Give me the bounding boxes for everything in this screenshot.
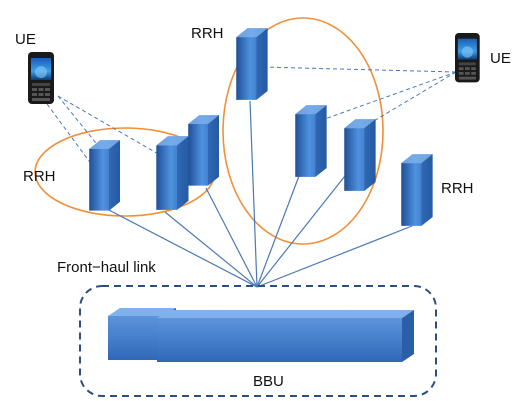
rrh-right-label: RRH bbox=[441, 180, 474, 197]
cluster-ellipse-right bbox=[222, 17, 384, 245]
baseband-unit-icon bbox=[108, 308, 414, 362]
fronthaul-links bbox=[104, 100, 413, 288]
wireless-links-right bbox=[261, 66, 457, 129]
rrh-icon bbox=[295, 105, 327, 177]
rrh-icon bbox=[188, 115, 219, 186]
ue-right-label: UE bbox=[490, 50, 511, 67]
rrh-icon bbox=[344, 119, 376, 191]
ue-left-label: UE bbox=[15, 31, 36, 48]
bbu-label: BBU bbox=[253, 373, 284, 390]
rrh-left-label: RRH bbox=[23, 168, 56, 185]
fronthaul-label: Front−haul link bbox=[57, 259, 156, 276]
mobile-phone-icon bbox=[28, 52, 54, 104]
mobile-phone-icon bbox=[455, 33, 480, 83]
rrh-icon bbox=[156, 136, 189, 210]
bbu-container bbox=[79, 285, 437, 397]
rrh-icon bbox=[401, 154, 433, 226]
rrh-top-label: RRH bbox=[191, 25, 224, 42]
rrh-icon bbox=[236, 28, 268, 100]
wireless-links-left bbox=[46, 95, 161, 166]
rrh-icon bbox=[89, 140, 120, 211]
